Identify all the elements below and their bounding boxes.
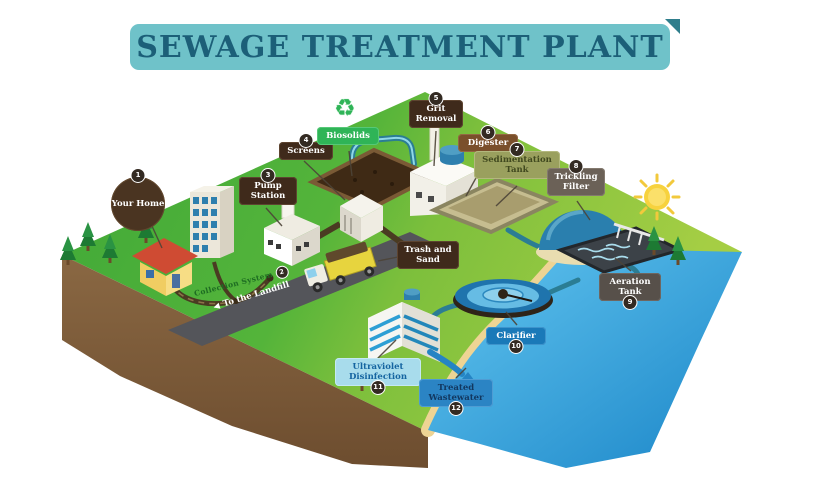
step-number-badge: 5	[428, 91, 444, 106]
label-aeration-tank: 9 Aeration Tank	[599, 273, 661, 311]
clarifier-pool	[453, 279, 553, 318]
label-text: Trickling Filter	[554, 172, 598, 193]
step-number-badge: 4	[298, 133, 314, 148]
left-arrow-icon: ◀	[212, 300, 221, 312]
label-text: Grit Removal	[415, 104, 457, 125]
label-sedimentation-tank: 7 Sedimentation Tank	[474, 142, 560, 180]
recycle-icon: ♻	[334, 94, 356, 122]
sedimentation-pool	[428, 177, 560, 235]
step-number-badge: 9	[622, 295, 638, 311]
water-body	[428, 248, 742, 468]
step-number-badge: 11	[370, 380, 386, 396]
label-clarifier: 10 Clarifier	[486, 327, 546, 355]
label-text: Sedimentation Tank	[482, 155, 552, 176]
label-text: Ultraviolet Disinfection	[348, 362, 408, 383]
label-treated-wastewater: 12 Treated Wastewater	[419, 379, 493, 417]
step-number-badge: 7	[509, 142, 525, 157]
sun-icon	[633, 173, 681, 221]
title-banner: SEWAGE TREATMENT PLANT	[130, 19, 680, 70]
label-trickling-filter: 8 Trickling Filter	[547, 159, 605, 197]
label-text: Screens	[287, 146, 325, 156]
label-grit-removal: 5 Grit Removal	[409, 91, 463, 129]
label-pump-station: 3 Pump Station	[239, 168, 297, 206]
label-text: Clarifier	[496, 331, 536, 341]
label-trash-and-sand: Trash and Sand	[397, 241, 459, 270]
step-number-badge: 12	[448, 401, 464, 417]
step-number-badge: 1	[130, 168, 146, 183]
label-text: Aeration Tank	[609, 277, 651, 298]
banner-fold-icon	[665, 19, 680, 34]
label-ultraviolet-disinfection: 11 Ultraviolet Disinfection	[335, 358, 421, 396]
label-text: Trash and Sand	[404, 245, 452, 266]
apartment-building	[190, 186, 234, 258]
step-number-badge: 8	[568, 159, 584, 174]
label-screens: 4 Screens	[279, 133, 333, 161]
screens-unit	[340, 194, 383, 242]
dump-truck	[304, 241, 377, 293]
label-text: Treated Wastewater	[428, 383, 484, 404]
label-your-home: 1 Your Home	[111, 168, 165, 231]
step-number-badge: 10	[508, 339, 524, 355]
label-text: Biosolids	[326, 131, 370, 141]
label-digester: 6 Digester	[458, 125, 518, 153]
soil-cliff	[62, 255, 428, 468]
uv-building	[368, 288, 440, 362]
step-number-badge: 6	[480, 125, 496, 140]
house	[132, 238, 198, 296]
label-biosolids: Biosolids	[317, 127, 379, 146]
page-title: SEWAGE TREATMENT PLANT	[136, 29, 664, 65]
label-text: Pump Station	[250, 181, 286, 202]
label-text: Digester	[467, 138, 509, 148]
landfill-road	[168, 232, 444, 346]
leader-lines	[151, 130, 632, 379]
step-number-badge: 3	[260, 168, 276, 183]
label-text: Your Home	[111, 198, 165, 209]
